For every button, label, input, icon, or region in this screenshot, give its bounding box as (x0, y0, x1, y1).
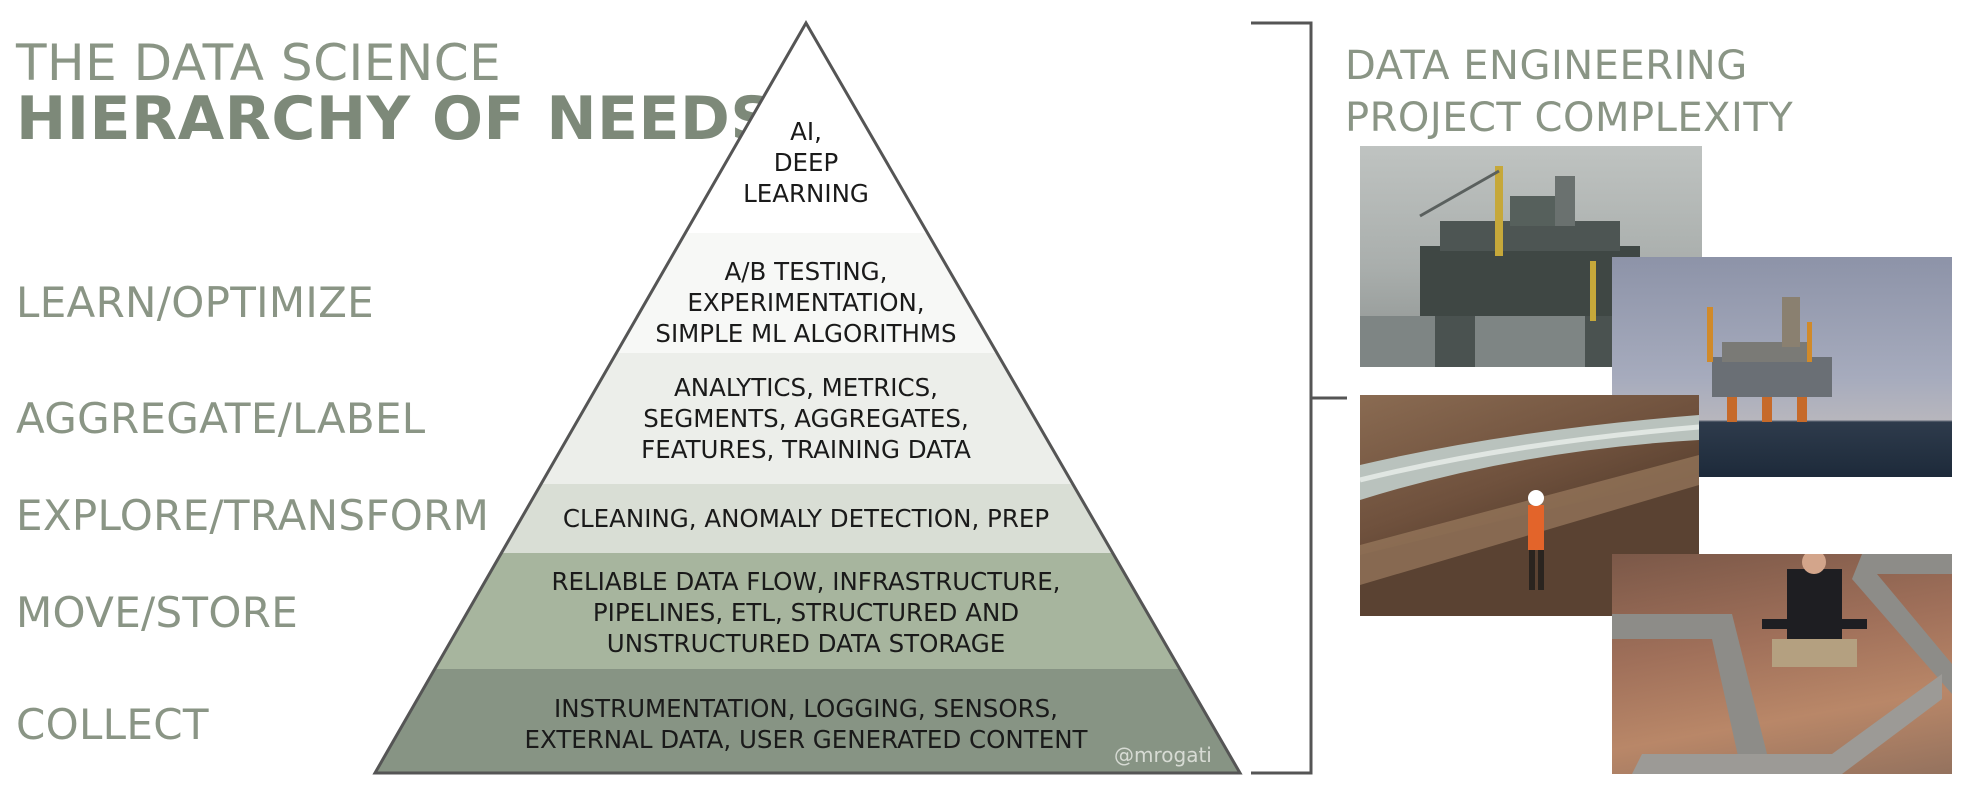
pyramid-band-instrumentation (375, 669, 1240, 773)
pyramid-text-analytics-line2: SEGMENTS, AGGREGATES, (643, 404, 969, 433)
right-title-line2: PROJECT COMPLEXITY (1345, 95, 1794, 141)
pyramid-band-reliable-data-flow (375, 553, 1240, 669)
pyramid-text-ab-testing-line1: A/B TESTING, (725, 257, 888, 286)
building-foundation-photo (1612, 554, 1952, 774)
pyramid-text-reliable-data-flow-line2: PIPELINES, ETL, STRUCTURED AND (593, 598, 1019, 627)
complexity-bracket (1251, 21, 1347, 775)
diagram-title-line2: HIERARCHY OF NEEDS (16, 84, 775, 154)
right-title: DATA ENGINEERING PROJECT COMPLEXITY (1345, 40, 1793, 144)
pyramid-text-ai-deep-learning-line1: AI, (790, 117, 822, 146)
label-aggregate-label: AGGREGATE/LABEL (16, 394, 426, 443)
label-collect: COLLECT (16, 700, 209, 749)
pyramid-text-cleaning-line1: CLEANING, ANOMALY DETECTION, PREP (563, 504, 1049, 533)
pyramid-text-analytics-line3: FEATURES, TRAINING DATA (641, 435, 971, 464)
right-title-line1: DATA ENGINEERING (1345, 43, 1748, 89)
label-learn-optimize: LEARN/OPTIMIZE (16, 278, 374, 327)
pyramid-text-ai-deep-learning-line2: DEEP (774, 148, 839, 177)
pyramid-text-ab-testing-line3: SIMPLE ML ALGORITHMS (655, 319, 956, 348)
label-move-store: MOVE/STORE (16, 588, 299, 637)
credit-text: @mrogati (1114, 743, 1212, 767)
label-explore-transform: EXPLORE/TRANSFORM (16, 491, 490, 540)
diagram-title-line1: THE DATA SCIENCE (16, 34, 502, 92)
pyramid-text-analytics-line1: ANALYTICS, METRICS, (674, 373, 938, 402)
pyramid-text-ab-testing-line2: EXPERIMENTATION, (687, 288, 924, 317)
pyramid-text-reliable-data-flow-line3: UNSTRUCTURED DATA STORAGE (607, 629, 1005, 658)
pyramid-text-reliable-data-flow-line1: RELIABLE DATA FLOW, INFRASTRUCTURE, (552, 567, 1061, 596)
pyramid-outline (372, 19, 1243, 775)
pyramid-text-ai-deep-learning-line3: LEARNING (743, 179, 869, 208)
pyramid-text-instrumentation-line1: INSTRUMENTATION, LOGGING, SENSORS, (554, 694, 1058, 723)
pyramid-text-instrumentation-line2: EXTERNAL DATA, USER GENERATED CONTENT (524, 725, 1088, 754)
